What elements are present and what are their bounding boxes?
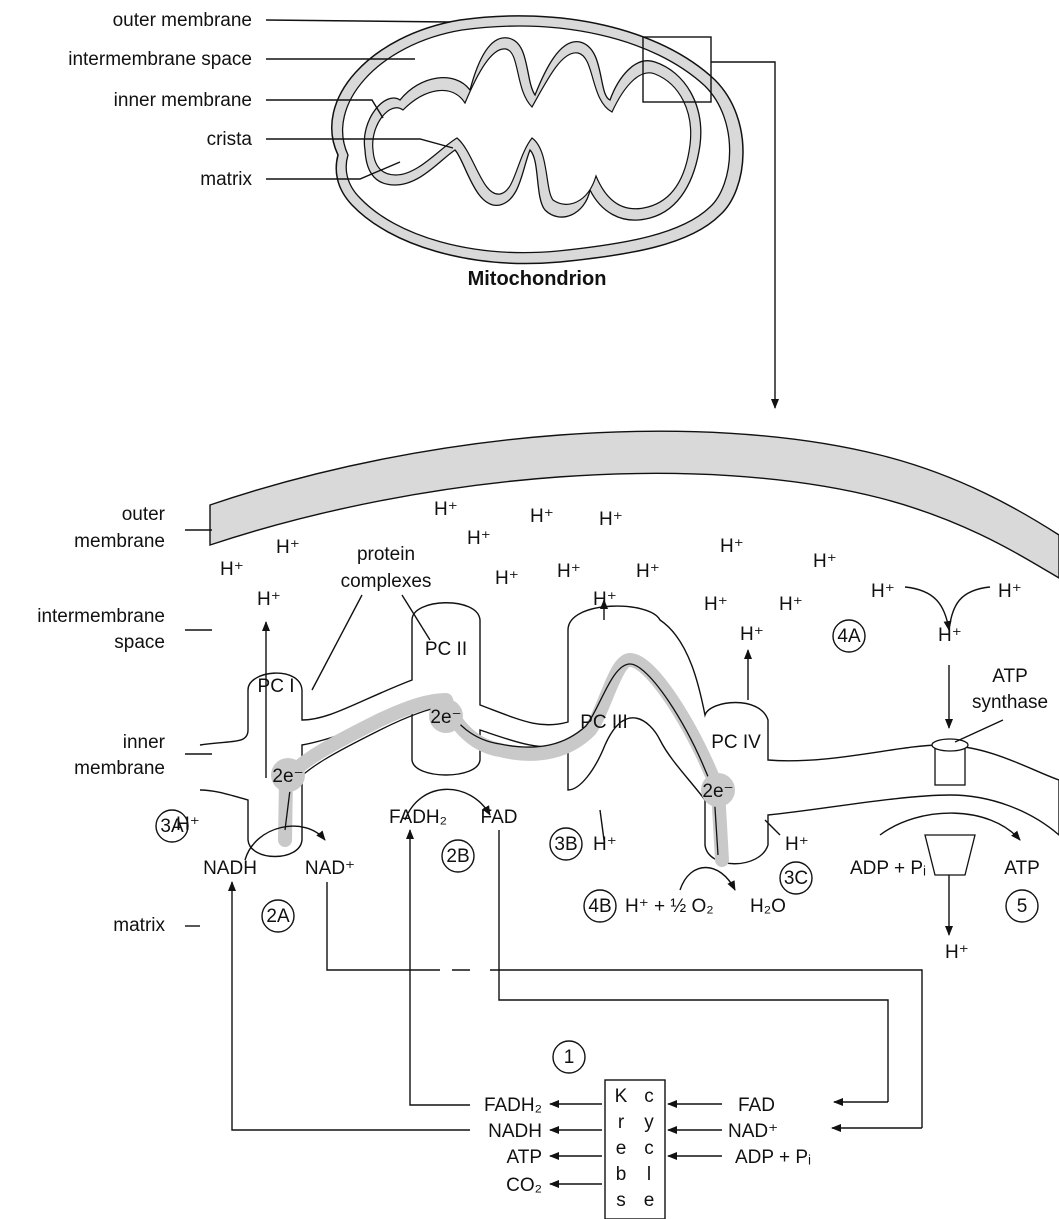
step-markers: 3A 2A 2B 3B 3C 4A 4B 5 1 xyxy=(155,619,1039,1074)
electron-blob-pc4 xyxy=(701,773,735,807)
krebs-letter: c xyxy=(644,1138,654,1159)
complex-pc3: PC III xyxy=(580,712,628,733)
h-ion: H⁺ xyxy=(599,509,623,530)
electron-blob-pc1 xyxy=(271,758,305,792)
detail-label-ims-2: space xyxy=(114,632,165,653)
species-h-half-o2: H⁺ + ½ O₂ xyxy=(625,896,714,917)
h-ion-3c: H⁺ xyxy=(785,834,809,855)
h-ion: H⁺ xyxy=(779,594,803,615)
step-3b: 3B xyxy=(554,834,577,855)
zoom-region-box xyxy=(642,36,712,103)
detail-inner-membrane xyxy=(199,602,1059,865)
proton-ions: H⁺ H⁺ H⁺ H⁺ H⁺ H⁺ H⁺ H⁺ H⁺ H⁺ H⁺ H⁺ H⁺ H… xyxy=(220,499,1022,646)
krebs-letter: K xyxy=(615,1086,628,1107)
overview-label-intermembrane-space: intermembrane space xyxy=(68,49,252,70)
detail-label-inner-1: inner xyxy=(123,732,166,753)
detail-label-ims-1: intermembrane xyxy=(37,606,165,627)
step-4a: 4A xyxy=(837,626,861,647)
h-ion: H⁺ xyxy=(636,561,660,582)
species-fadh2: FADH₂ xyxy=(389,807,447,828)
detail-label-inner-2: membrane xyxy=(74,758,165,779)
species-water: H₂O xyxy=(750,896,786,917)
krebs-cycle-box xyxy=(604,1079,666,1219)
electron-label-1: 2e⁻ xyxy=(272,766,303,787)
overview-title: Mitochondrion xyxy=(468,268,607,290)
h-ion: H⁺ xyxy=(276,537,300,558)
protein-complexes-label-2: complexes xyxy=(341,571,432,592)
atp-synthase: ATP synthase xyxy=(924,666,1048,876)
krebs-letter: b xyxy=(616,1164,627,1185)
detail-label-matrix: matrix xyxy=(113,915,165,936)
electron-flow-path xyxy=(278,653,729,867)
h-ion: H⁺ xyxy=(467,528,491,549)
complex-pc4: PC IV xyxy=(711,732,761,753)
krebs-letter: s xyxy=(616,1190,626,1211)
overview-label-crista: crista xyxy=(207,129,253,150)
overview-label-inner-membrane: inner membrane xyxy=(114,90,252,111)
h-ion: H⁺ xyxy=(593,589,617,610)
step-1: 1 xyxy=(564,1047,575,1068)
h-ion: H⁺ xyxy=(740,624,764,645)
h-ion: H⁺ xyxy=(871,581,895,602)
species-nadh: NADH xyxy=(203,858,257,879)
overview-label-outer-membrane: outer membrane xyxy=(113,10,252,31)
step-3a: 3A xyxy=(160,816,184,837)
krebs-letter: e xyxy=(644,1190,655,1211)
krebs-letter: c xyxy=(644,1086,654,1107)
h-ion-matrix: H⁺ xyxy=(945,942,969,963)
step-4b: 4B xyxy=(588,896,611,917)
krebs-cycle: K r e b s c y c l e FADH₂ NADH ATP CO₂ F… xyxy=(484,1079,811,1219)
krebs-letter: l xyxy=(647,1164,651,1185)
electron-transport-detail: 2e⁻ 2e⁻ 2e⁻ PC I PC II PC III PC IV prot… xyxy=(37,430,1059,1132)
krebs-input-nad-plus: NAD⁺ xyxy=(728,1121,778,1142)
step-2b: 2B xyxy=(446,846,469,867)
species-adp-pi: ADP + Pᵢ xyxy=(850,858,926,879)
detail-label-outer-2: membrane xyxy=(74,531,165,552)
species-atp: ATP xyxy=(1004,858,1040,879)
krebs-output-nadh: NADH xyxy=(488,1121,542,1142)
krebs-letter: r xyxy=(618,1112,625,1133)
atp-synthase-label-1: ATP xyxy=(992,666,1028,687)
h-ion-3b: H⁺ xyxy=(593,834,617,855)
krebs-output-fadh2: FADH₂ xyxy=(484,1095,542,1116)
h-ion: H⁺ xyxy=(495,568,519,589)
h-ion: H⁺ xyxy=(557,561,581,582)
electron-label-2: 2e⁻ xyxy=(430,707,461,728)
krebs-letter: y xyxy=(644,1112,654,1133)
protein-complexes-label-1: protein xyxy=(357,544,415,565)
h-ion: H⁺ xyxy=(704,594,728,615)
krebs-input-fad: FAD xyxy=(738,1095,775,1116)
atp-synthase-label-2: synthase xyxy=(972,692,1048,713)
h-ion: H⁺ xyxy=(720,536,744,557)
h-ion: H⁺ xyxy=(220,559,244,580)
complex-pc1: PC I xyxy=(258,676,295,697)
h-ion: H⁺ xyxy=(813,551,837,572)
step-3c: 3C xyxy=(784,868,808,889)
h-ion: H⁺ xyxy=(530,506,554,527)
h-ion: H⁺ xyxy=(998,581,1022,602)
krebs-letter: e xyxy=(616,1138,627,1159)
step-5: 5 xyxy=(1017,896,1028,917)
detail-outer-membrane xyxy=(209,430,1059,579)
step-2a: 2A xyxy=(266,906,290,927)
electron-blob-pc2 xyxy=(429,699,463,733)
h-ion: H⁺ xyxy=(257,589,281,610)
h-ion: H⁺ xyxy=(434,499,458,520)
detail-label-outer-1: outer xyxy=(122,504,166,525)
complex-pc2: PC II xyxy=(425,639,467,660)
krebs-output-atp: ATP xyxy=(506,1147,542,1168)
krebs-output-co2: CO₂ xyxy=(506,1175,542,1196)
species-nad-plus: NAD⁺ xyxy=(305,858,355,879)
electron-label-3: 2e⁻ xyxy=(702,781,733,802)
krebs-input-adp-pi: ADP + Pᵢ xyxy=(735,1147,811,1168)
overview-label-matrix: matrix xyxy=(200,169,252,190)
mitochondrion-overview: outer membrane intermembrane space inner… xyxy=(68,10,779,409)
